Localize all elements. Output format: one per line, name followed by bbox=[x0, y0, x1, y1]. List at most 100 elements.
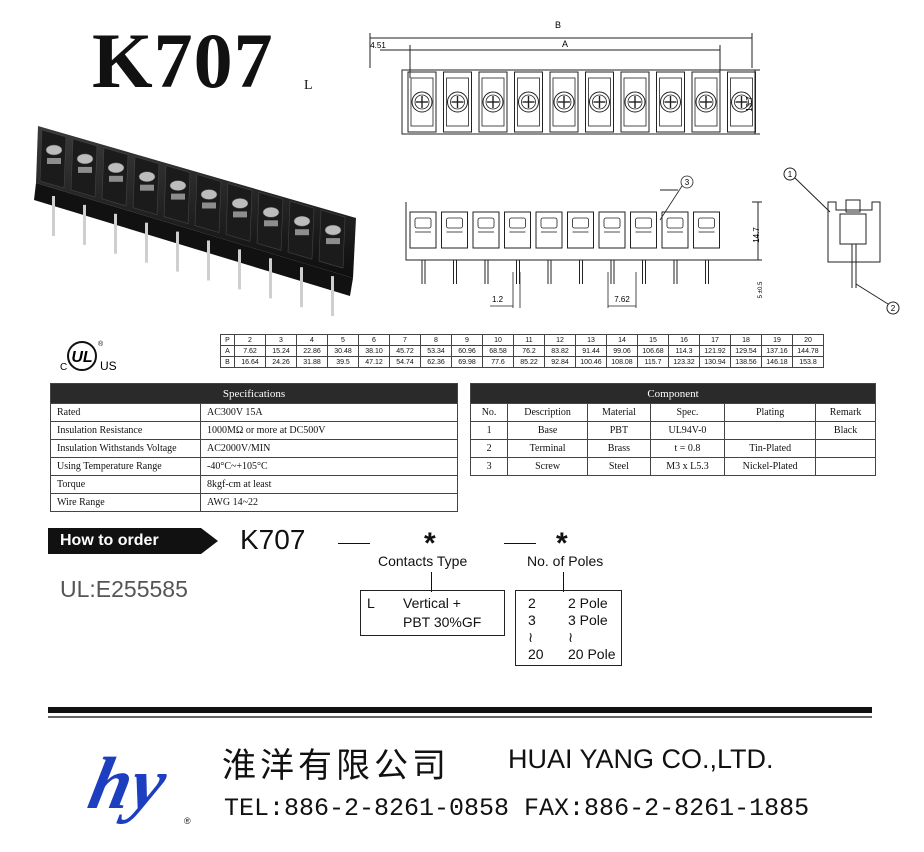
dim-height-side-label: 14.7 bbox=[752, 227, 761, 243]
dim-a-label: A bbox=[562, 39, 568, 49]
dimension-cell: 10 bbox=[482, 334, 514, 346]
dimension-cell: 16.64 bbox=[234, 356, 266, 368]
component-column-header: Plating bbox=[724, 403, 817, 422]
component-cell: Tin-Plated bbox=[724, 439, 817, 458]
side-view-terminal bbox=[472, 211, 500, 284]
pole-desc: 2 Pole bbox=[568, 595, 608, 611]
dimension-cell: 129.54 bbox=[730, 345, 762, 357]
pole-desc: ≀ bbox=[568, 629, 574, 645]
side-view-terminal bbox=[409, 211, 437, 284]
pole-desc: 20 Pole bbox=[568, 646, 616, 662]
dimension-cell: 100.46 bbox=[575, 356, 607, 368]
dimension-cell: 77.6 bbox=[482, 356, 514, 368]
dim-pin-label: 1.2 bbox=[492, 295, 504, 304]
spec-label: Using Temperature Range bbox=[50, 457, 201, 476]
dimension-cell: 62.36 bbox=[420, 356, 452, 368]
component-cell: M3 x L5.3 bbox=[649, 457, 726, 476]
dimension-cell: 11 bbox=[513, 334, 545, 346]
top-view-terminal bbox=[443, 71, 472, 133]
dimension-cell: 24.26 bbox=[265, 356, 297, 368]
dimension-cell: 31.88 bbox=[296, 356, 328, 368]
dimension-cell: 30.48 bbox=[327, 345, 359, 357]
ul-c-label: C bbox=[60, 362, 67, 373]
dimension-cell: 68.58 bbox=[482, 345, 514, 357]
component-cell: Brass bbox=[587, 439, 651, 458]
contacts-type-box: L Vertical + PBT 30%GF bbox=[360, 590, 505, 636]
ul-us-label: US bbox=[100, 359, 117, 373]
company-name-english: HUAI YANG CO.,LTD. bbox=[508, 744, 774, 774]
dimension-cell: 85.22 bbox=[513, 356, 545, 368]
dimension-cell: 4 bbox=[296, 334, 328, 346]
dim-b-label: B bbox=[555, 20, 561, 30]
dimension-cell: 115.7 bbox=[637, 356, 669, 368]
poles-connector bbox=[563, 572, 564, 592]
dimension-cell: 19 bbox=[761, 334, 793, 346]
component-column-header: No. bbox=[469, 403, 509, 422]
top-view-terminal bbox=[514, 71, 543, 133]
component-cell: 1 bbox=[469, 421, 509, 440]
dimension-cell: 7 bbox=[389, 334, 421, 346]
component-cell: Nickel-Plated bbox=[724, 457, 817, 476]
dimension-cell: 123.32 bbox=[668, 356, 700, 368]
dimension-cell: 83.82 bbox=[544, 345, 576, 357]
company-contact: TEL:886-2-8261-0858 FAX:886-2-8261-1885 bbox=[224, 794, 810, 823]
dimension-cell: 14 bbox=[606, 334, 638, 346]
component-column-header: Description bbox=[507, 403, 589, 422]
svg-text:®: ® bbox=[98, 340, 104, 348]
dimension-cell: 138.56 bbox=[730, 356, 762, 368]
top-view-terminal bbox=[407, 71, 437, 133]
top-view-terminal bbox=[620, 71, 650, 133]
dimension-cell: 2 bbox=[234, 334, 266, 346]
component-cell: 2 bbox=[469, 439, 509, 458]
component-cell bbox=[815, 457, 876, 476]
photo-terminal bbox=[225, 183, 253, 290]
how-to-order-badge: How to order bbox=[48, 528, 218, 554]
component-cell: Steel bbox=[587, 457, 651, 476]
dimension-cell: 60.96 bbox=[451, 345, 483, 357]
pole-desc: 3 Pole bbox=[568, 612, 608, 628]
side-view-drawing: 3 14.7 1.2 7.62 5 ±0.5 bbox=[405, 175, 764, 308]
component-cell: 3 bbox=[469, 457, 509, 476]
callout-3: 3 bbox=[685, 178, 690, 187]
dim-offset-label: 4.51 bbox=[370, 41, 386, 50]
top-view-terminal bbox=[585, 71, 614, 133]
dimension-cell: 99.06 bbox=[606, 345, 638, 357]
dimension-cell: 38.10 bbox=[358, 345, 390, 357]
spec-label: Insulation Withstands Voltage bbox=[50, 439, 201, 458]
product-title-suffix: L bbox=[304, 78, 313, 93]
footer-rule-thin bbox=[48, 716, 872, 718]
photo-terminal bbox=[132, 156, 160, 263]
side-view-terminal bbox=[693, 211, 720, 284]
component-cell: Screw bbox=[507, 457, 589, 476]
dimension-row-header: A bbox=[220, 345, 235, 357]
specifications-title: Specifications bbox=[50, 383, 458, 404]
dimension-cell: 146.18 bbox=[761, 356, 793, 368]
dimension-cell: 76.2 bbox=[513, 345, 545, 357]
photo-terminal bbox=[101, 147, 129, 254]
footer-rule-thick bbox=[48, 707, 872, 713]
component-title: Component bbox=[470, 383, 876, 404]
dimension-cell: 47.12 bbox=[358, 356, 390, 368]
side-view-terminal bbox=[598, 211, 626, 284]
spec-row: Using Temperature Range-40°C~+105°C bbox=[50, 457, 458, 476]
spec-value: AC2000V/MIN bbox=[200, 439, 458, 458]
dimension-cell: 53.34 bbox=[420, 345, 452, 357]
callout-2: 2 bbox=[891, 304, 896, 313]
photo-terminal bbox=[318, 209, 346, 317]
side-view-terminal bbox=[567, 211, 594, 284]
spec-value: AC300V 15A bbox=[200, 403, 458, 422]
logo-letters: hy bbox=[86, 743, 174, 825]
dimension-cell: 114.3 bbox=[668, 345, 700, 357]
spec-label: Insulation Resistance bbox=[50, 421, 201, 440]
spec-label: Wire Range bbox=[50, 493, 201, 512]
poles-star: * bbox=[556, 527, 568, 560]
photo-terminal bbox=[287, 200, 315, 308]
dimension-cell: 153.8 bbox=[792, 356, 824, 368]
component-cell: UL94V-0 bbox=[649, 421, 726, 440]
